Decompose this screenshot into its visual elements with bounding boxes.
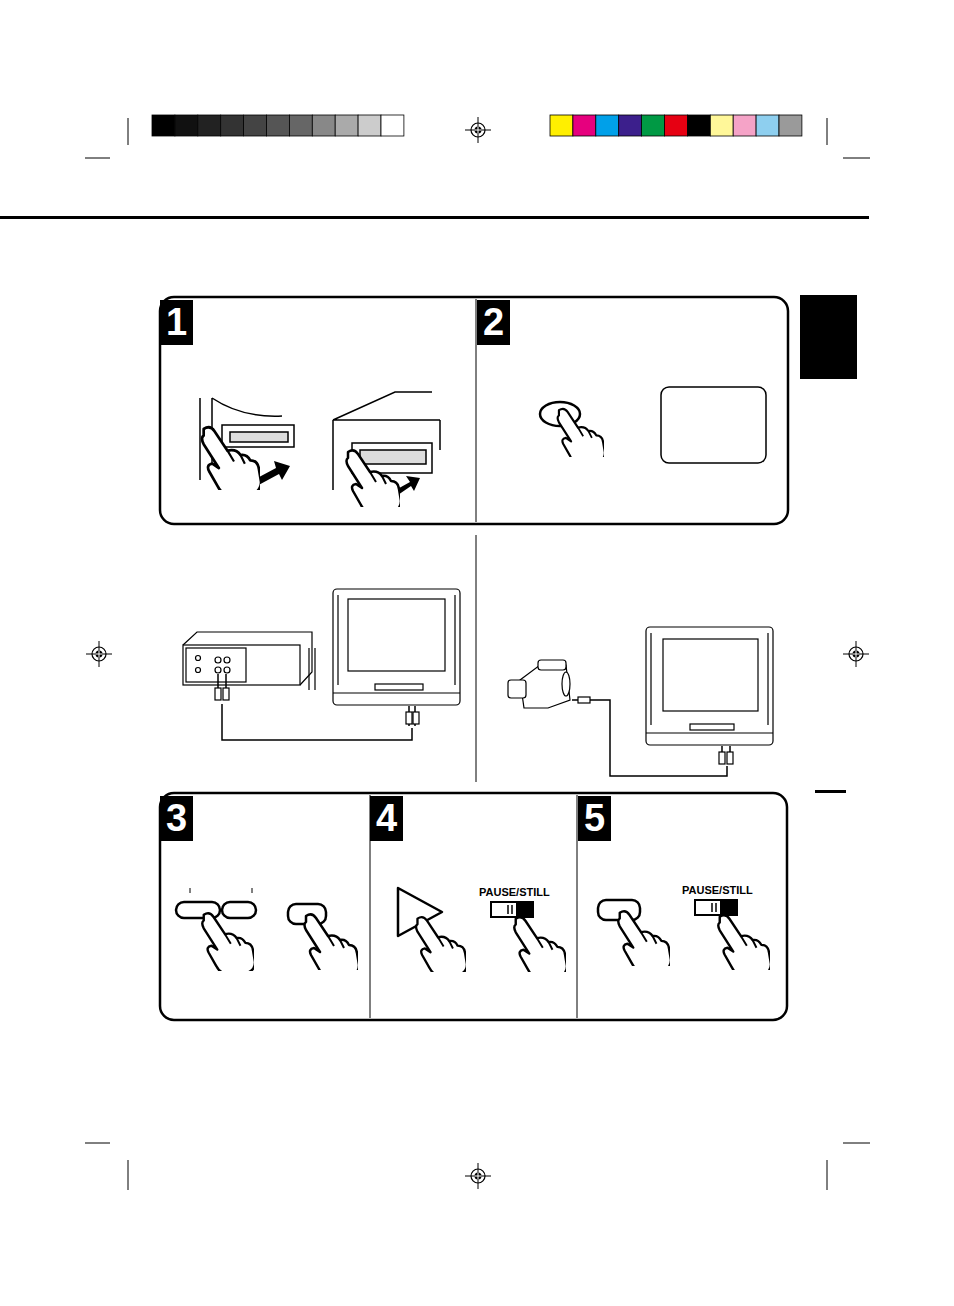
button-label: PAUSE/STILL bbox=[681, 884, 754, 896]
step-panel: 5 bbox=[578, 793, 787, 1020]
step-number: 5 bbox=[578, 796, 611, 841]
step-number: 2 bbox=[477, 300, 510, 345]
step-panel: 3 bbox=[160, 793, 370, 1020]
button-label: PAUSE/STILL bbox=[478, 886, 551, 898]
step-number: 3 bbox=[160, 796, 193, 841]
step-panel: 2 bbox=[477, 297, 788, 524]
step-number: 4 bbox=[370, 796, 403, 841]
step-panel: 4 bbox=[370, 793, 577, 1020]
step-number: 1 bbox=[160, 300, 193, 345]
step-panel: 1 bbox=[160, 297, 476, 524]
